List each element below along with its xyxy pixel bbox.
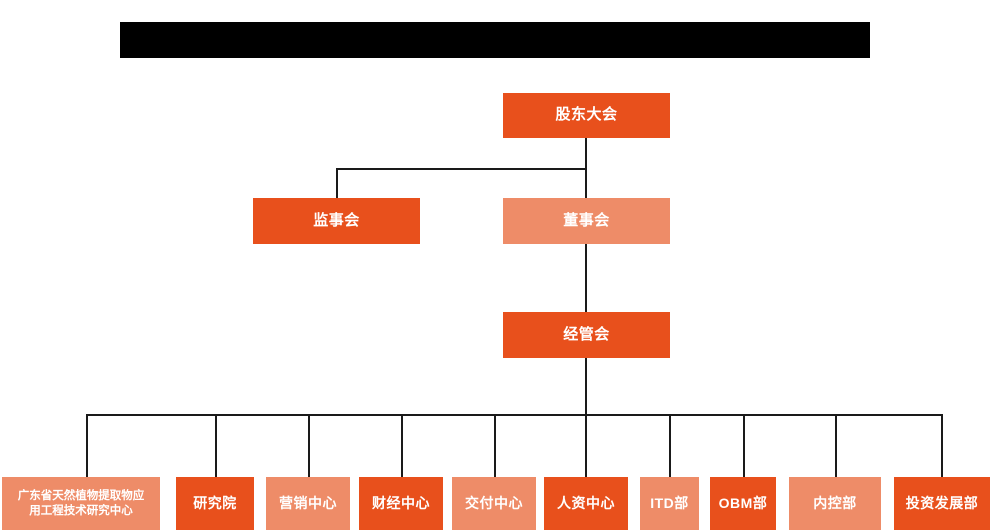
node-shareholders-meeting[interactable]: 股东大会 xyxy=(503,93,670,138)
node-finance-center[interactable]: 财经中心 xyxy=(359,477,443,530)
node-label: 营销中心 xyxy=(279,494,337,511)
connector-drop-dept-7 xyxy=(669,414,671,477)
node-label: OBM部 xyxy=(718,494,768,511)
node-label: 监事会 xyxy=(313,211,360,229)
connector-drop-dept-3 xyxy=(308,414,310,477)
connector-directors-to-management xyxy=(585,244,587,312)
connector-bus-level2 xyxy=(336,168,586,170)
node-board-of-directors[interactable]: 董事会 xyxy=(503,198,670,244)
connector-drop-dept-8 xyxy=(743,414,745,477)
node-itd-department[interactable]: ITD部 xyxy=(640,477,699,530)
connector-drop-directors xyxy=(585,168,587,198)
node-label: 经管会 xyxy=(563,325,610,343)
connector-drop-supervisors xyxy=(336,168,338,198)
node-label-line1: 广东省天然植物提取物应 xyxy=(17,490,145,503)
node-label: 投资发展部 xyxy=(905,494,979,511)
node-marketing-center[interactable]: 营销中心 xyxy=(266,477,350,530)
node-obm-department[interactable]: OBM部 xyxy=(710,477,776,530)
node-delivery-center[interactable]: 交付中心 xyxy=(452,477,536,530)
node-management-committee[interactable]: 经管会 xyxy=(503,312,670,358)
connector-drop-dept-9 xyxy=(835,414,837,477)
node-label-line2: 用工程技术研究中心 xyxy=(29,504,133,517)
node-label: ITD部 xyxy=(650,494,689,511)
node-label: 人资中心 xyxy=(557,494,615,511)
node-board-of-supervisors[interactable]: 监事会 xyxy=(253,198,420,244)
connector-drop-dept-4 xyxy=(401,414,403,477)
node-label: 内控部 xyxy=(813,494,857,511)
node-label: 股东大会 xyxy=(555,106,618,124)
node-hr-center[interactable]: 人资中心 xyxy=(544,477,628,530)
node-label: 交付中心 xyxy=(465,494,523,511)
node-label: 研究院 xyxy=(193,494,237,511)
node-internal-control-department[interactable]: 内控部 xyxy=(789,477,881,530)
node-investment-development-department[interactable]: 投资发展部 xyxy=(894,477,990,530)
connector-trunk-top xyxy=(585,138,587,169)
connector-drop-dept-5 xyxy=(494,414,496,477)
redacted-title-bar xyxy=(120,22,870,58)
connector-drop-dept-1 xyxy=(86,414,88,477)
connector-bus-departments xyxy=(86,414,943,416)
node-label: 财经中心 xyxy=(372,494,430,511)
node-research-institute[interactable]: 研究院 xyxy=(176,477,254,530)
node-label: 董事会 xyxy=(563,211,610,229)
connector-drop-dept-10 xyxy=(941,414,943,477)
connector-drop-dept-6 xyxy=(585,414,587,477)
node-gd-plant-extract-research-center[interactable]: 广东省天然植物提取物应 用工程技术研究中心 xyxy=(2,477,160,530)
connector-management-to-bus xyxy=(585,358,587,416)
connector-drop-dept-2 xyxy=(215,414,217,477)
